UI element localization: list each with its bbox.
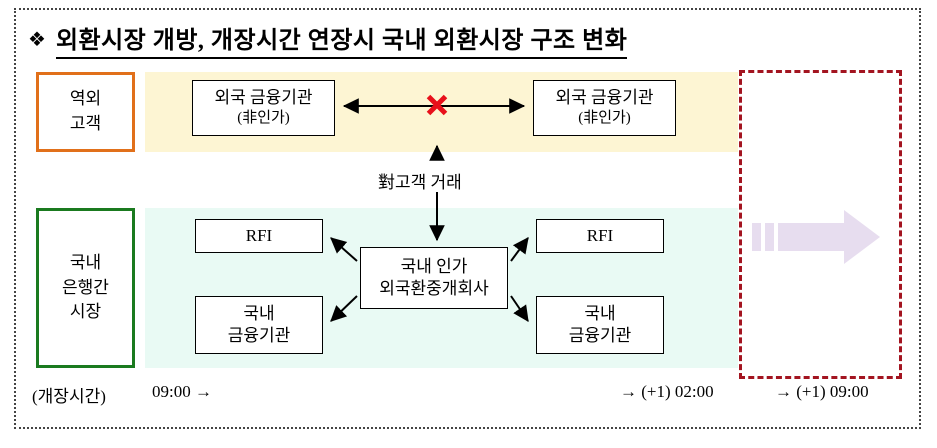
- node-domestic-fi-right: 국내 금융기관: [536, 296, 664, 354]
- node-rfi-right: RFI: [536, 219, 664, 253]
- node-rfi-left-label: RFI: [245, 225, 273, 245]
- node-foreign-fi-right-line2: (非인가): [578, 110, 631, 127]
- outer-frame: [14, 8, 921, 429]
- domestic-interbank-market-label: 국내 은행간 시장: [36, 208, 135, 368]
- node-foreign-fi-right: 외국 금융기관 (非인가): [533, 80, 676, 136]
- node-domestic-fi-left-line2: 금융기관: [227, 326, 291, 345]
- offshore-label-line2: 고객: [69, 114, 102, 133]
- node-domestic-fi-left-line1: 국내: [243, 303, 275, 323]
- node-foreign-fi-right-line1: 외국 금융기관: [555, 88, 654, 108]
- node-foreign-fi-left-line2: (非인가): [237, 110, 290, 127]
- blocked-transaction-x-icon: [426, 94, 448, 116]
- extended-hours-highlight-box: [739, 70, 902, 379]
- node-foreign-fi-left-line1: 외국 금융기관: [214, 88, 313, 108]
- node-domestic-fi-right-line2: 금융기관: [568, 326, 632, 345]
- node-domestic-fi-right-line1: 국내: [584, 303, 616, 323]
- node-rfi-left: RFI: [195, 219, 323, 253]
- domestic-label-line1: 국내: [69, 253, 102, 273]
- opening-hours-caption: (개장시간): [32, 387, 106, 406]
- node-broker-line1: 국내 인가: [400, 256, 468, 276]
- timeline-open-time: 09:00 →: [152, 382, 212, 401]
- node-rfi-right-label: RFI: [586, 225, 614, 245]
- extension-arrow-icon: [752, 210, 880, 264]
- customer-transaction-label: 對고객 거래: [378, 173, 462, 192]
- domestic-label-line3: 시장: [69, 302, 102, 322]
- domestic-label-line2: 은행간: [62, 277, 109, 297]
- timeline-mid-time: → (+1) 02:00: [620, 382, 714, 401]
- node-licensed-fx-broker: 국내 인가 외국환중개회사: [360, 247, 508, 309]
- offshore-label-line1: 역외: [69, 89, 102, 109]
- node-foreign-fi-left: 외국 금융기관 (非인가): [192, 80, 335, 136]
- node-domestic-fi-left: 국내 금융기관: [195, 296, 323, 354]
- timeline-end-time: → (+1) 09:00: [775, 382, 869, 401]
- diamond-bullet-icon: ❖: [28, 28, 46, 51]
- node-broker-line2: 외국환중개회사: [379, 279, 489, 298]
- page-title: ❖ 외환시장 개방, 개장시간 연장시 국내 외환시장 구조 변화: [28, 20, 628, 59]
- page-title-text: 외환시장 개방, 개장시간 연장시 국내 외환시장 구조 변화: [55, 20, 628, 59]
- offshore-customer-label: 역외 고객: [36, 72, 135, 152]
